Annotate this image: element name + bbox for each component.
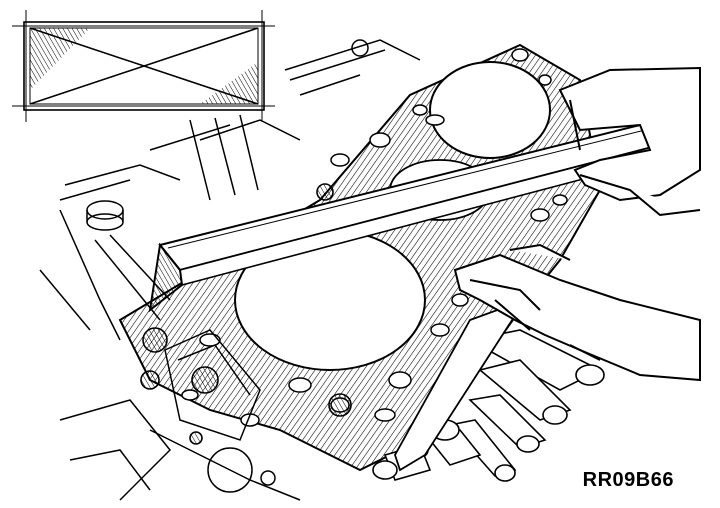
upper-hand xyxy=(558,66,701,217)
engine-block-background xyxy=(39,39,421,341)
lower-block xyxy=(59,329,301,501)
lower-hand xyxy=(453,243,701,382)
figure-reference-code: RR09B66 xyxy=(582,469,674,491)
view-direction-symbol xyxy=(12,10,275,122)
